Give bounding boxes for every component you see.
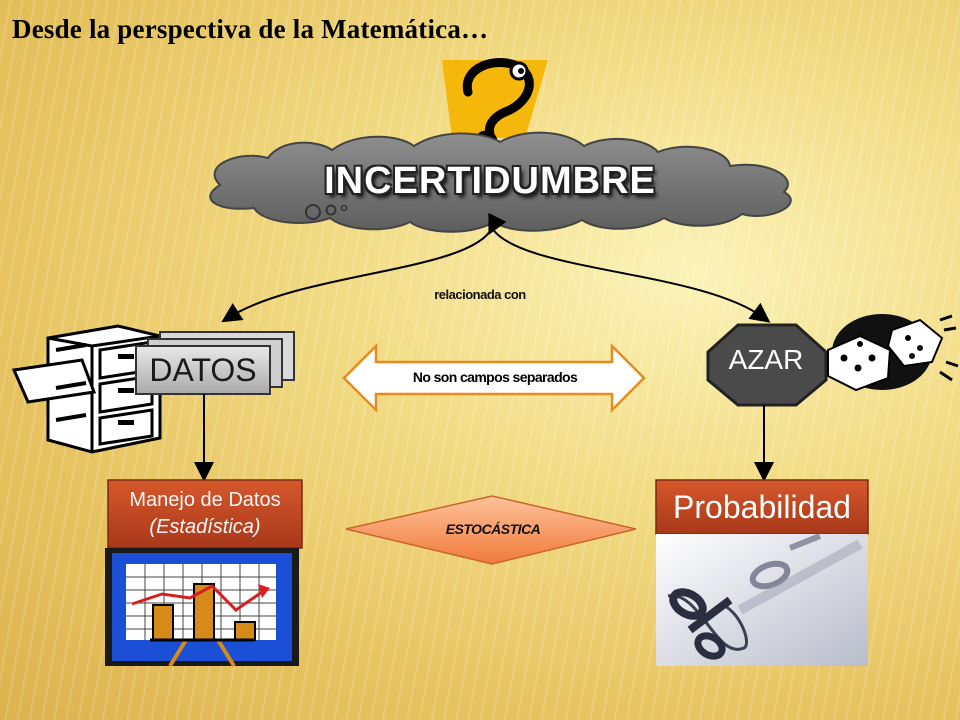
connector-to-datos	[221, 212, 507, 323]
datos-label: DATOS	[149, 352, 257, 388]
central-concept-label: INCERTIDUMBRE	[324, 160, 656, 202]
manejo-line2: (Estadística)	[149, 516, 261, 538]
double-arrow-label: No son campos separados	[412, 369, 578, 385]
azar-label: AZAR	[728, 344, 804, 375]
question-mark-icon	[442, 58, 548, 160]
datos-box	[135, 331, 295, 395]
probabilidad-label: Probabilidad	[673, 489, 851, 525]
probabilidad-box	[655, 479, 869, 535]
double-arrow-shape	[342, 342, 646, 414]
azar-octagon	[706, 323, 828, 407]
relation-label: relacionada con	[434, 287, 526, 302]
connector-to-azar	[491, 227, 771, 323]
estocastica-label: ESTOCÁSTICA	[445, 521, 541, 537]
dice-icon	[827, 314, 959, 392]
manejo-line1: Manejo de Datos	[129, 489, 281, 511]
percent-icon	[656, 533, 868, 666]
manejo-label: Manejo de Datos (Estadística)	[108, 487, 302, 541]
file-cabinet-icon	[11, 324, 162, 454]
page-title: Desde la perspectiva de la Matemática…	[12, 14, 489, 44]
estocastica-diamond	[345, 495, 637, 565]
bar-chart-icon	[105, 548, 299, 668]
